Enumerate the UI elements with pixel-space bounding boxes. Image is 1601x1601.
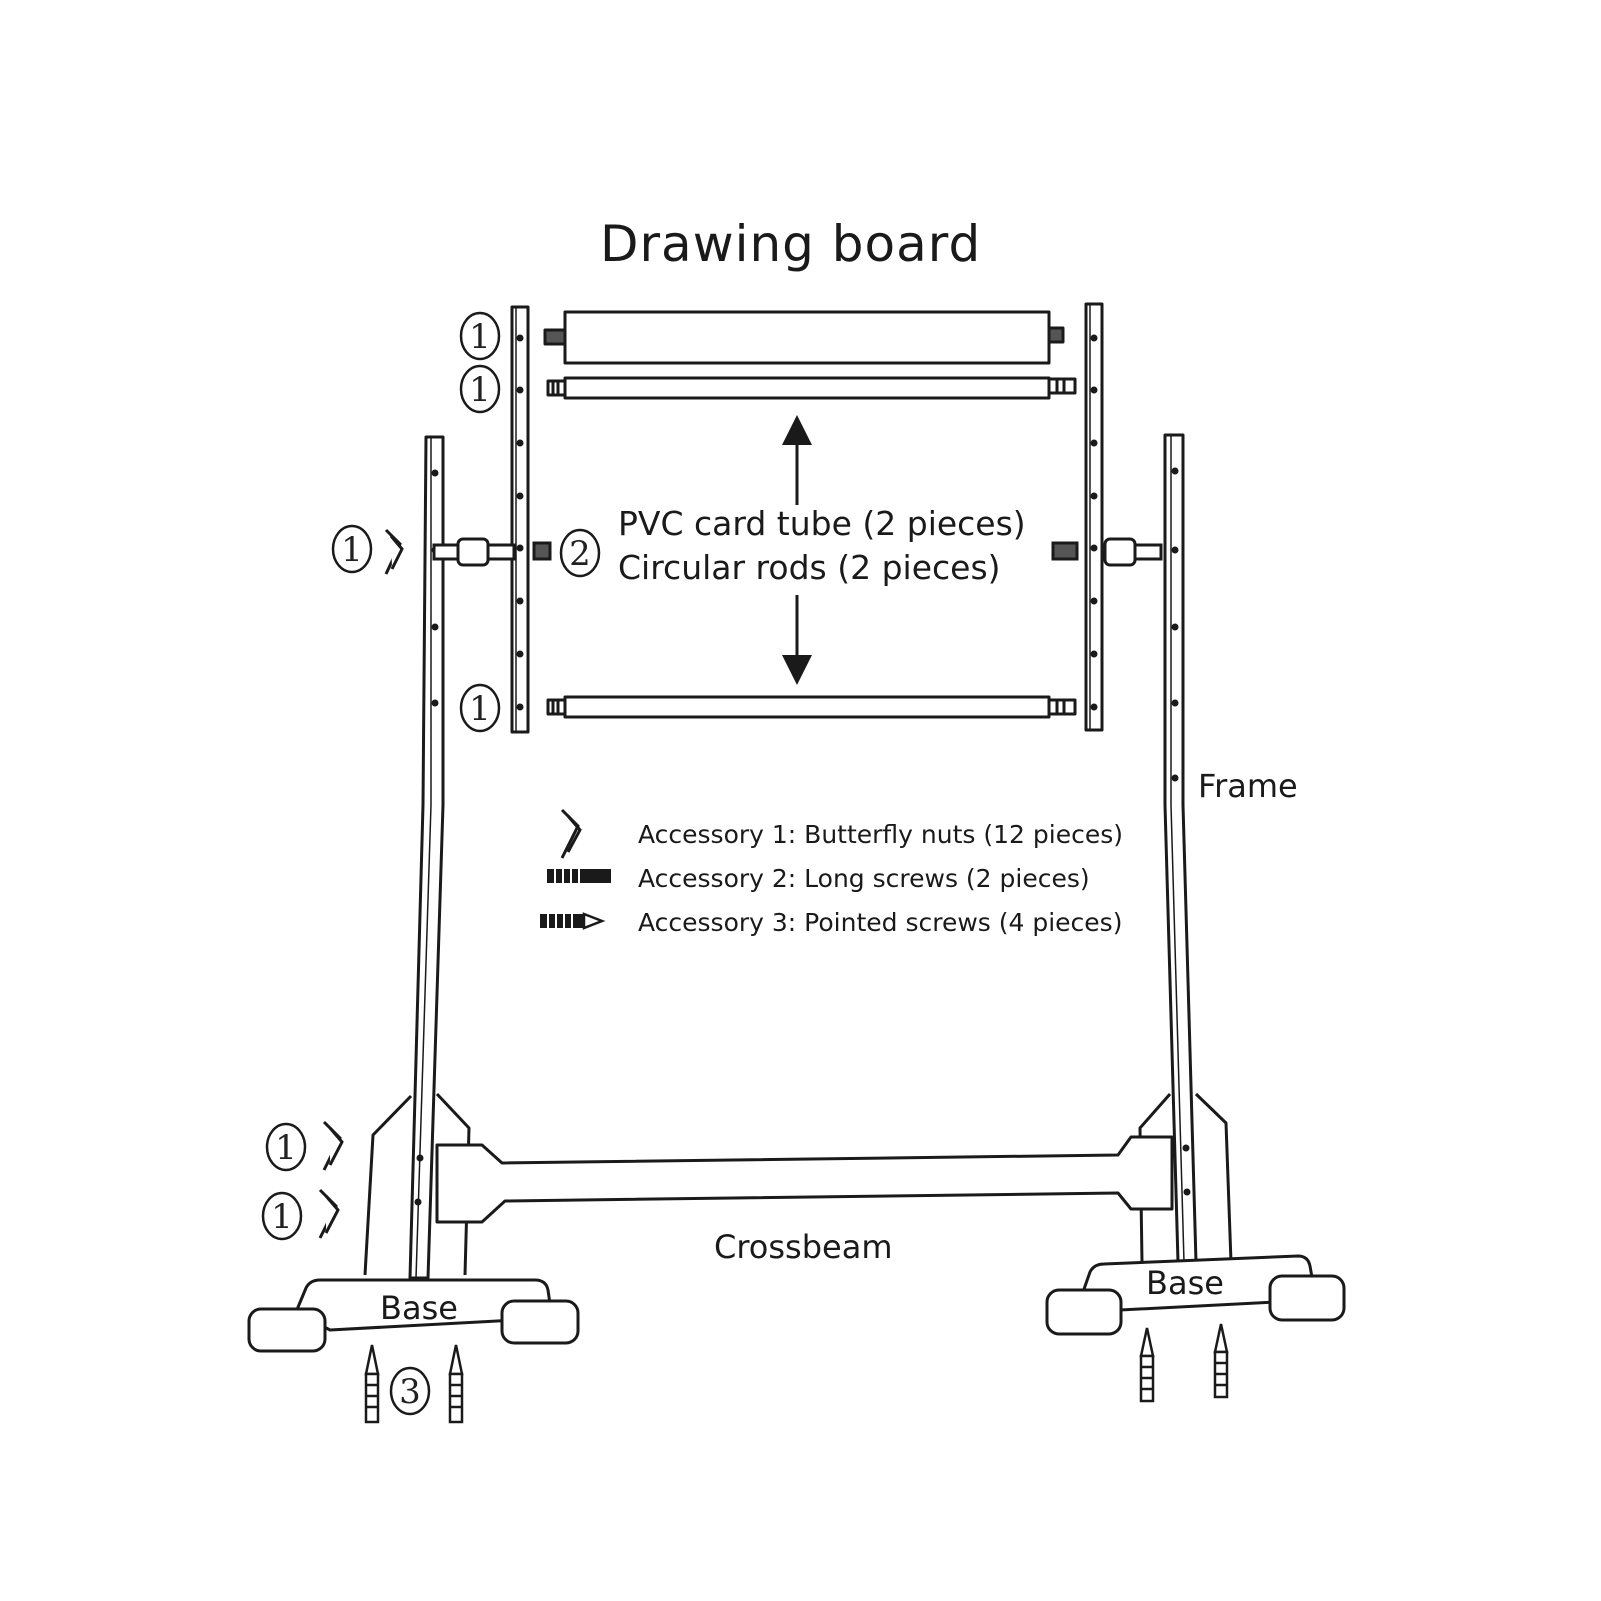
pointed-screw-icon: [540, 912, 606, 930]
butterfly-nut-icon: [318, 1188, 340, 1239]
butterfly-nut-icon: [560, 808, 582, 859]
butterfly-nut-icon: [322, 1120, 344, 1171]
accessory-3-label: Accessory 3: Pointed screws (4 pieces): [638, 908, 1123, 937]
diagram-title: Drawing board: [600, 215, 982, 273]
right-base: [1045, 1254, 1346, 1336]
post-holes: [414, 334, 1191, 1206]
accessory-2-label: Accessory 2: Long screws (2 pieces): [638, 864, 1090, 893]
part-number-3: 3: [399, 1372, 421, 1412]
part-number-1-circle: [265, 1122, 307, 1172]
right-leg-bracket: [1138, 1092, 1233, 1263]
part-number-1-circle: [459, 364, 501, 414]
tubes-callout-line1: PVC card tube (2 pieces): [618, 504, 1026, 543]
base-left-label: Base: [380, 1289, 458, 1327]
crossbeam-part: [435, 1135, 1174, 1224]
part-number-1: 1: [469, 689, 491, 729]
part-number-1: 1: [275, 1128, 297, 1168]
part-number-1-circle: [331, 524, 373, 574]
left-leg-bracket: [363, 1092, 471, 1276]
inner-left-post: [510, 305, 530, 734]
part-number-2-circle: [559, 528, 601, 578]
pvc-card-tube: [543, 310, 1065, 365]
part-number-1-circle: [261, 1191, 303, 1241]
frame-label: Frame: [1198, 767, 1298, 805]
pointed-screw-icon: [1139, 1327, 1155, 1403]
crossbeam-label: Crossbeam: [714, 1228, 893, 1266]
part-number-2: 2: [569, 534, 591, 574]
butterfly-nut-icon: [384, 528, 404, 575]
part-number-1: 1: [469, 317, 491, 357]
part-number-1-circle: [459, 311, 501, 361]
pointed-screw-icon: [1213, 1323, 1229, 1399]
part-number-1: 1: [469, 370, 491, 410]
right-knob-connector: [1051, 537, 1163, 567]
base-right-label: Base: [1146, 1264, 1224, 1302]
part-number-3-circle: [389, 1366, 431, 1416]
part-number-1: 1: [341, 530, 363, 570]
part-number-1-circle: [459, 683, 501, 733]
accessory-1-label: Accessory 1: Butterfly nuts (12 pieces): [638, 820, 1123, 849]
tubes-callout-line2: Circular rods (2 pieces): [618, 548, 1001, 587]
circular-rod-lower: [546, 695, 1077, 719]
inner-right-post: [1084, 302, 1104, 732]
pointed-screw-icon: [364, 1344, 380, 1424]
part-number-1: 1: [271, 1197, 293, 1237]
left-base: [247, 1278, 580, 1353]
pointed-screw-icon: [448, 1344, 464, 1424]
left-knob-connector: [432, 537, 552, 567]
long-screw-icon: [547, 869, 611, 883]
circular-rod-upper: [546, 376, 1077, 400]
